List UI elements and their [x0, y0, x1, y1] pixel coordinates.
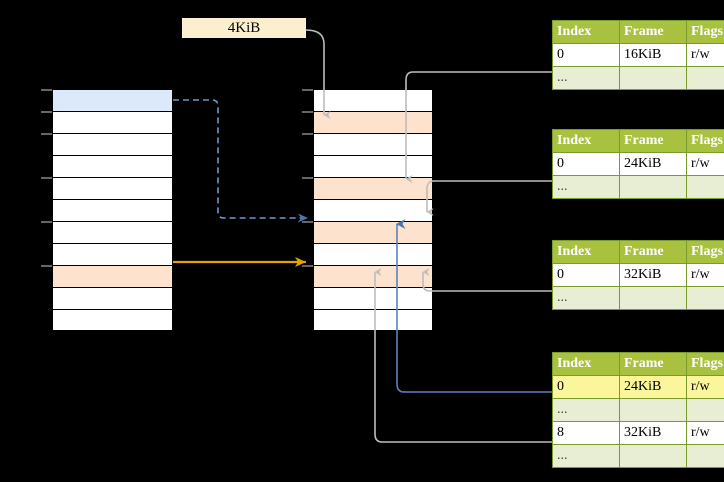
table-header-row: Index Frame Flags [552, 129, 724, 153]
cell-flags: r/w [686, 421, 724, 445]
header-frame: Frame [619, 129, 687, 153]
phys-tick-2 [302, 133, 313, 135]
cell-index: ... [552, 444, 620, 468]
header-flags: Flags [686, 129, 724, 153]
cell-flags [686, 66, 724, 90]
cell-frame: 32KiB [619, 263, 687, 287]
phys-cell-8[interactable] [313, 265, 433, 287]
header-frame: Frame [619, 240, 687, 264]
virt-cell-8[interactable] [52, 265, 173, 287]
cell-frame [619, 175, 687, 199]
cell-frame [619, 286, 687, 310]
virt-cell-5[interactable] [52, 199, 173, 221]
virt-tick-3 [41, 177, 52, 179]
table-row[interactable]: 0 24KiB r/w [552, 152, 724, 176]
cell-index: 0 [552, 375, 620, 399]
virt-tick-4 [41, 221, 52, 223]
header-index: Index [552, 129, 620, 153]
header-flags: Flags [686, 20, 724, 44]
cell-frame: 24KiB [619, 152, 687, 176]
cell-frame [619, 66, 687, 90]
table-header-row: Index Frame Flags [552, 20, 724, 44]
table-row[interactable]: 0 32KiB r/w [552, 263, 724, 287]
cell-index: 0 [552, 152, 620, 176]
table-row[interactable]: ... [552, 398, 724, 422]
virt-cell-3[interactable] [52, 155, 173, 177]
virt-tick-2 [41, 133, 52, 135]
table-header-row: Index Frame Flags [552, 352, 724, 376]
table-row-highlighted[interactable]: 0 24KiB r/w [552, 375, 724, 399]
phys-cell-7[interactable] [313, 243, 433, 265]
cell-frame [619, 398, 687, 422]
cell-flags: r/w [686, 263, 724, 287]
phys-cell-0[interactable] [313, 89, 433, 111]
phys-cell-2[interactable] [313, 133, 433, 155]
virt-tick-1 [41, 111, 52, 113]
header-frame: Frame [619, 352, 687, 376]
phys-tick-3 [302, 177, 313, 179]
cell-index: ... [552, 66, 620, 90]
phys-cell-4[interactable] [313, 177, 433, 199]
cell-frame [619, 444, 687, 468]
virt-cell-7[interactable] [52, 243, 173, 265]
cell-frame: 32KiB [619, 421, 687, 445]
virt-tick-5 [41, 265, 52, 267]
cell-flags: r/w [686, 152, 724, 176]
cell-index: 8 [552, 421, 620, 445]
virt-cell-0[interactable] [52, 89, 173, 111]
virt-cell-2[interactable] [52, 133, 173, 155]
phys-cell-3[interactable] [313, 155, 433, 177]
header-index: Index [552, 240, 620, 264]
cell-index: ... [552, 398, 620, 422]
virtual-address-column [52, 89, 173, 331]
page-table-level-3: Index Frame Flags 0 32KiB r/w ... [552, 240, 724, 310]
cell-frame: 24KiB [619, 375, 687, 399]
cell-frame: 16KiB [619, 43, 687, 67]
virt-cell-9[interactable] [52, 287, 173, 309]
table-row[interactable]: 8 32KiB r/w [552, 421, 724, 445]
table-row[interactable]: ... [552, 444, 724, 468]
phys-tick-5 [302, 265, 313, 267]
cell-index: ... [552, 175, 620, 199]
physical-memory-column [313, 89, 433, 331]
table-header-row: Index Frame Flags [552, 240, 724, 264]
page-table-level-1: Index Frame Flags 0 16KiB r/w ... [552, 20, 724, 90]
cell-flags [686, 444, 724, 468]
virt-cell-1[interactable] [52, 111, 173, 133]
header-flags: Flags [686, 352, 724, 376]
table-row[interactable]: ... [552, 175, 724, 199]
virt-cell-4[interactable] [52, 177, 173, 199]
table-row[interactable]: 0 16KiB r/w [552, 43, 724, 67]
phys-tick-0 [302, 89, 313, 91]
page-table-level-2: Index Frame Flags 0 24KiB r/w ... [552, 129, 724, 199]
table-row[interactable]: ... [552, 286, 724, 310]
header-index: Index [552, 20, 620, 44]
phys-cell-9[interactable] [313, 287, 433, 309]
header-index: Index [552, 352, 620, 376]
cell-flags [686, 398, 724, 422]
cell-flags [686, 175, 724, 199]
virt-tick-0 [41, 89, 52, 91]
table-row[interactable]: ... [552, 66, 724, 90]
virt-cell-6[interactable] [52, 221, 173, 243]
phys-cell-1[interactable] [313, 111, 433, 133]
header-frame: Frame [619, 20, 687, 44]
cell-flags [686, 286, 724, 310]
cell-index: 0 [552, 43, 620, 67]
page-table-level-4: Index Frame Flags 0 24KiB r/w ... 8 32Ki… [552, 352, 724, 468]
cell-index: ... [552, 286, 620, 310]
phys-cell-10[interactable] [313, 309, 433, 331]
virt-cell-10[interactable] [52, 309, 173, 331]
cell-index: 0 [552, 263, 620, 287]
phys-tick-1 [302, 111, 313, 113]
size-label-4kib: 4KiB [182, 18, 306, 38]
header-flags: Flags [686, 240, 724, 264]
cell-flags: r/w [686, 375, 724, 399]
cell-flags: r/w [686, 43, 724, 67]
